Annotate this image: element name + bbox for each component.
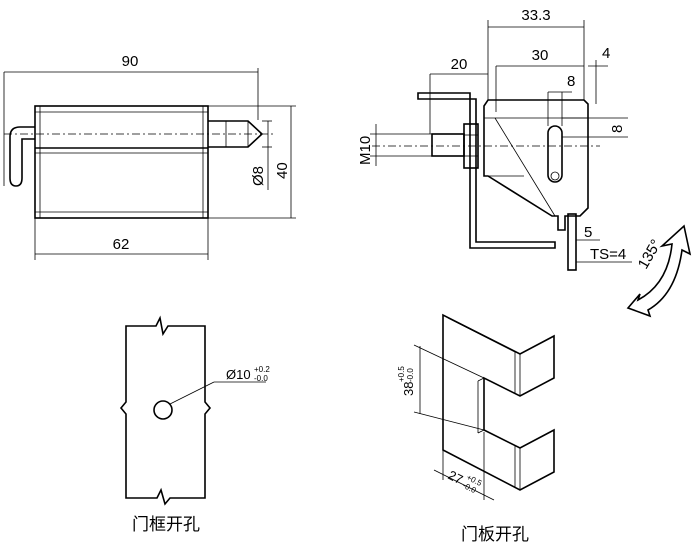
label-ts: TS=4 bbox=[590, 246, 626, 263]
dim-40: 40 bbox=[274, 162, 291, 179]
bent-handle bbox=[9, 126, 35, 187]
label-angle: 135° bbox=[635, 237, 665, 272]
frame-caption: 门框开孔 bbox=[132, 515, 200, 535]
hole-tol-lower: -0.0 bbox=[254, 374, 268, 383]
bolt bbox=[431, 133, 465, 157]
hole-diameter: Ø10 bbox=[226, 367, 251, 382]
dim-30: 30 bbox=[532, 47, 549, 64]
dim-m10: M10 bbox=[357, 136, 374, 165]
front-view: 90 62 Ø8 40 bbox=[3, 53, 296, 260]
dim-8-horizontal: 8 bbox=[567, 73, 575, 90]
door-plate bbox=[567, 213, 577, 271]
hinge-body bbox=[34, 105, 209, 219]
side-view: 33.3 30 20 4 8 8 M10 5 TS=4 bbox=[357, 7, 692, 318]
dim-8-vertical: 8 bbox=[609, 125, 626, 133]
frame-plate bbox=[119, 315, 212, 506]
dim-20: 20 bbox=[451, 56, 468, 73]
door-caption: 门板开孔 bbox=[461, 525, 529, 545]
dim-90: 90 bbox=[122, 53, 139, 70]
dim-5: 5 bbox=[584, 224, 592, 241]
hole-tol-upper: +0.2 bbox=[254, 365, 270, 374]
dim-pin-diameter: Ø8 bbox=[250, 166, 267, 186]
height-tol-lower: -0.0 bbox=[406, 368, 415, 382]
door-panel bbox=[442, 313, 555, 491]
slot bbox=[547, 125, 563, 183]
dim-33-3: 33.3 bbox=[521, 7, 550, 24]
dim-4: 4 bbox=[602, 45, 610, 62]
door-cutout: 38 +0.5 -0.0 27 +0.5 -0.0 门板开孔 bbox=[397, 313, 555, 545]
dim-62: 62 bbox=[113, 236, 130, 253]
frame-hole bbox=[153, 400, 173, 420]
width-value: 27 bbox=[446, 467, 466, 487]
housing bbox=[483, 99, 589, 231]
frame-cutout: Ø10 +0.2 -0.0 门框开孔 bbox=[119, 315, 270, 535]
height-value: 38 bbox=[401, 382, 416, 396]
bent-leaf bbox=[417, 92, 556, 249]
swing-arrow-icon bbox=[626, 224, 692, 318]
height-tol-upper: +0.5 bbox=[397, 366, 406, 382]
